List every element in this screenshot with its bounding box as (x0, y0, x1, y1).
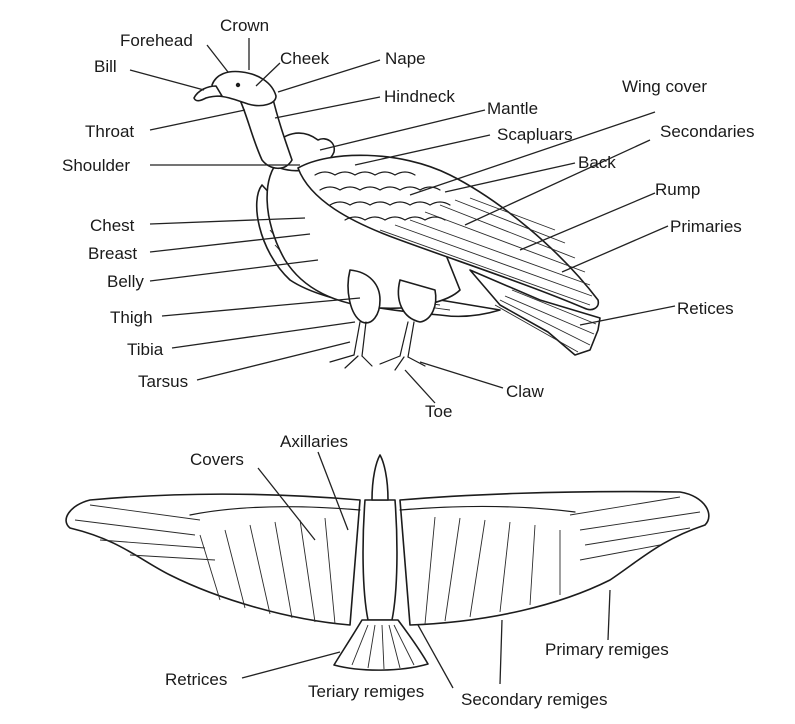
near-wing-flight-feathers (379, 197, 593, 306)
toes (329, 354, 426, 371)
top-body (362, 499, 398, 621)
label-crown: Crown (220, 16, 269, 35)
label-toe: Toe (425, 402, 452, 421)
top-view-labels: Axillaries Covers Primary remiges Retric… (165, 432, 669, 709)
label-scapulars: Scapluars (497, 125, 573, 144)
label-bill: Bill (94, 57, 117, 76)
label-belly: Belly (107, 272, 144, 291)
head (211, 70, 277, 107)
label-breast: Breast (88, 244, 137, 263)
label-shoulder: Shoulder (62, 156, 130, 175)
label-back: Back (578, 153, 616, 172)
label-axillaries: Axillaries (280, 432, 348, 451)
label-mantle: Mantle (487, 99, 538, 118)
label-retrices: Retrices (165, 670, 227, 689)
near-wing-covert-scales (314, 171, 451, 221)
right-wing (399, 490, 710, 626)
label-primaries: Primaries (670, 217, 742, 236)
body (266, 159, 461, 310)
side-view-labels: Crown Forehead Cheek Nape Bill Hindneck … (62, 16, 755, 421)
leg-feathers (397, 279, 437, 323)
label-forehead: Forehead (120, 31, 193, 50)
tarsus-left (353, 321, 367, 357)
label-retices: Retices (677, 299, 734, 318)
right-wing-feather-lines (399, 496, 701, 625)
label-primary-remiges: Primary remiges (545, 640, 669, 659)
label-thigh: Thigh (110, 308, 153, 327)
top-view-vulture-illustration (65, 454, 710, 671)
label-secondaries: Secondaries (660, 122, 755, 141)
label-tibia: Tibia (127, 340, 164, 359)
side-view-vulture-illustration (193, 70, 601, 371)
label-hindneck: Hindneck (384, 87, 455, 106)
label-tarsus: Tarsus (138, 372, 188, 391)
tarsus-right (399, 321, 415, 358)
top-head (371, 454, 389, 501)
label-claw: Claw (506, 382, 545, 401)
label-nape: Nape (385, 49, 426, 68)
top-view-leader-lines (241, 451, 611, 689)
neck (239, 94, 293, 170)
label-rump: Rump (655, 180, 700, 199)
label-covers: Covers (190, 450, 244, 469)
side-view-leader-lines (129, 38, 676, 404)
top-tail (333, 619, 429, 671)
label-wing-cover: Wing cover (622, 77, 707, 96)
tail-feather-lines (494, 289, 597, 353)
thigh (347, 269, 381, 324)
top-tail-feather-lines (351, 624, 415, 670)
label-chest: Chest (90, 216, 135, 235)
label-secondary-remiges: Secondary remiges (461, 690, 607, 709)
left-wing-feather-lines (74, 504, 361, 625)
eye (235, 82, 241, 88)
label-teriary-remiges: Teriary remiges (308, 682, 424, 701)
label-throat: Throat (85, 122, 134, 141)
label-cheek: Cheek (280, 49, 330, 68)
